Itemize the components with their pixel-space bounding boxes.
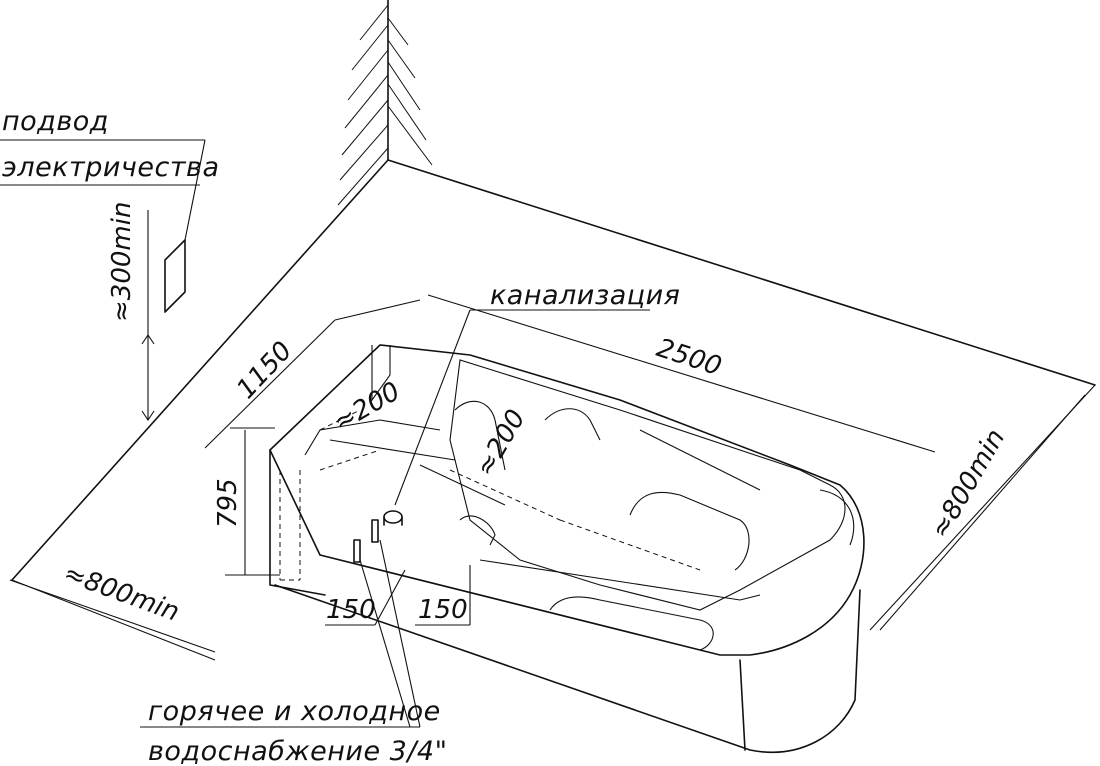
power-outlet [0, 139, 206, 421]
water-label-line1: горячее и холодное [148, 696, 441, 727]
water-label-line2: водоснабжение 3/4" [148, 736, 448, 766]
dim-length: 2500 [653, 333, 725, 382]
dim-clearance-left: ≈800min [60, 558, 183, 627]
dim-height: 795 [213, 478, 243, 528]
plumbing [353, 510, 403, 563]
dim-pipe-offset-2: 150 [418, 595, 468, 625]
dim-power-height: ≈300min [107, 202, 137, 322]
bathtub [269, 344, 865, 753]
wall-hatching [337, 4, 433, 206]
dim-width: 1150 [231, 336, 298, 405]
sewer-label: канализация [490, 280, 680, 311]
wall-corner [11, 0, 1096, 581]
dim-outlet-x: ≈200 [329, 376, 406, 438]
dim-pipe-offset-1: 150 [326, 595, 376, 625]
dim-outlet-y: ≈200 [470, 405, 532, 482]
power-label-line2: электричества [2, 152, 220, 183]
dimension-lines [9, 294, 1086, 728]
dim-clearance-right: ≈800min [925, 424, 1011, 543]
power-label-line1: подвод [2, 106, 109, 137]
